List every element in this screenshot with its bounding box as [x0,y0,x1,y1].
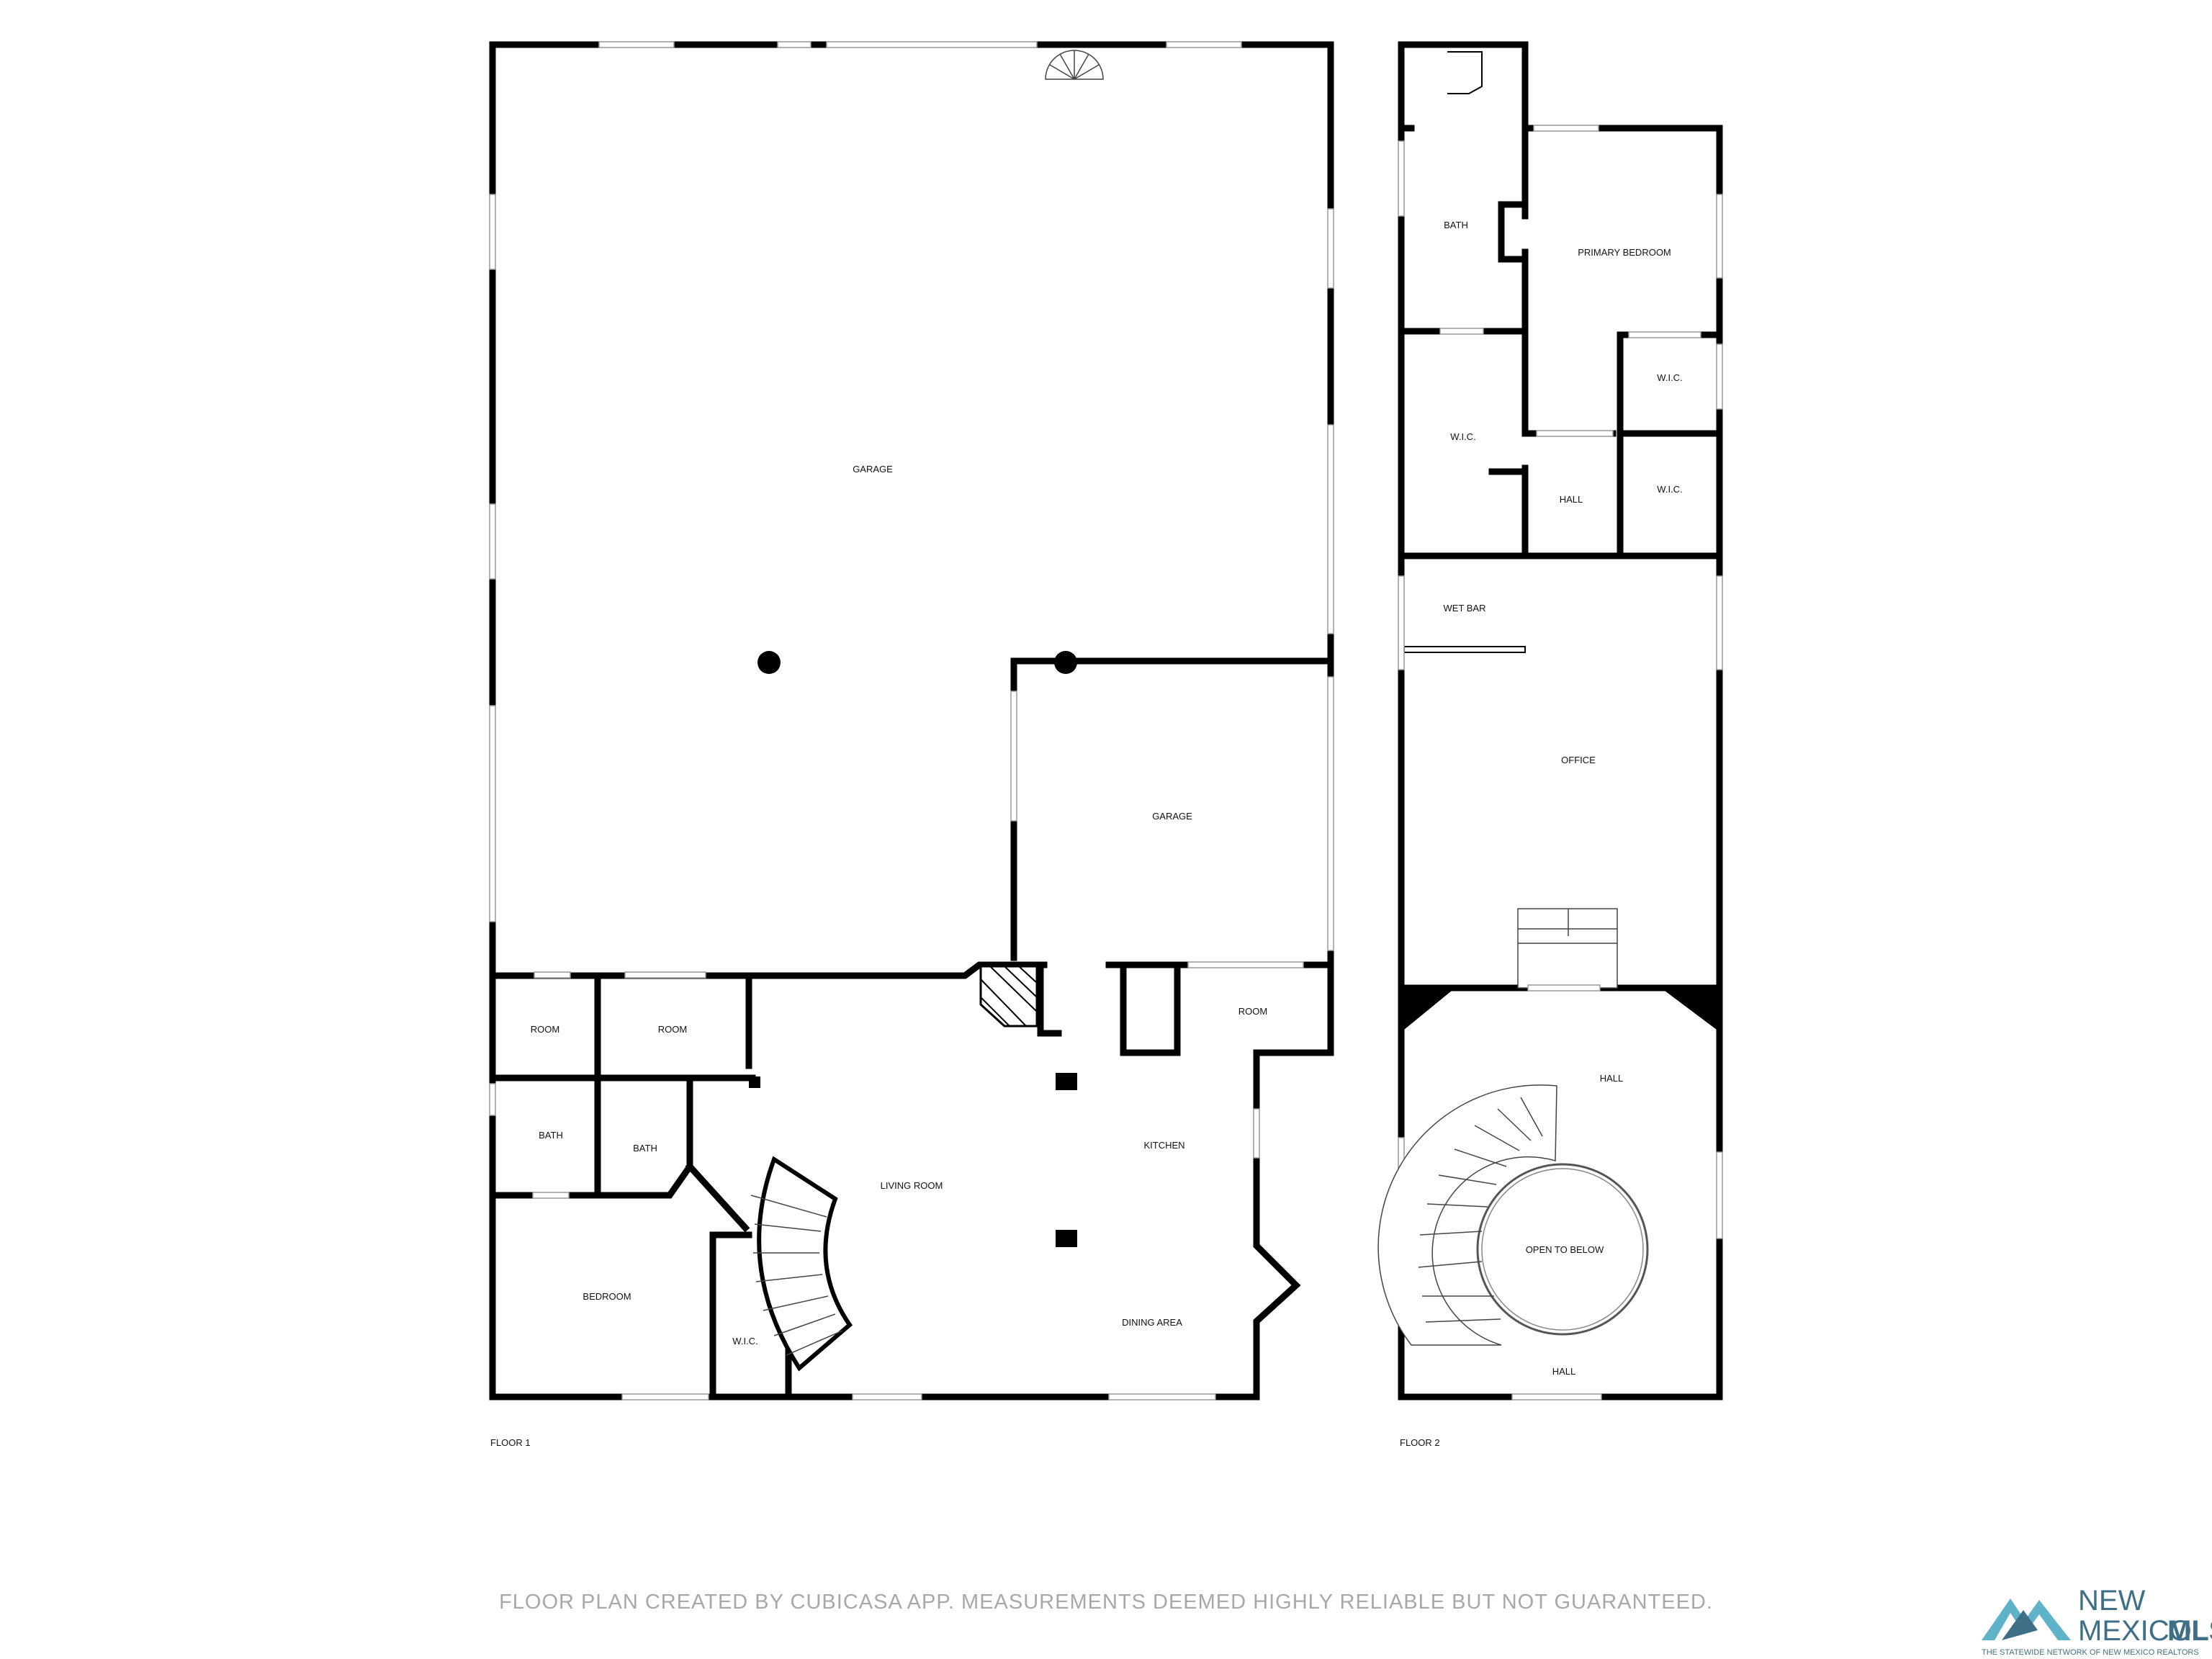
open-to-below-void [1476,1163,1649,1336]
window [1166,41,1242,48]
room-label-garage-1: GARAGE [853,464,893,475]
window [1108,1393,1216,1401]
window [1398,575,1405,670]
wet-bar-counter [1403,646,1526,653]
room-label-dining-area: DINING AREA [1122,1317,1182,1328]
fireplace [979,965,1038,1028]
spiral-stair-small [1045,50,1104,80]
room-label-wic-1: W.I.C. [732,1336,757,1346]
window [1527,984,1601,992]
window [1511,1393,1602,1401]
window [1439,328,1484,335]
room-label-kitchen: KITCHEN [1143,1140,1184,1151]
window [1716,575,1723,670]
window [1398,140,1405,217]
window [534,971,571,979]
room-labels: GARAGE GARAGE ROOM ROOM ROOM BATH BATH B… [531,220,1683,1377]
window [1716,1151,1723,1239]
brand-name-suffix: MLS [2167,1615,2212,1647]
window [826,41,1038,48]
column-3 [1056,1073,1077,1090]
column-2 [1054,651,1077,674]
room-label-hall-3: HALL [1552,1366,1576,1377]
column-1 [757,651,781,674]
floor-1-label: FLOOR 1 [490,1437,531,1448]
brand-name-top: NEW [2078,1585,2146,1617]
corner-fill [1665,991,1717,1030]
floor-2-plan [1377,41,1723,1401]
room-label-room-2: ROOM [658,1024,687,1035]
window [1253,1108,1260,1159]
window [532,1192,570,1199]
room-label-wic-4: W.I.C. [1657,484,1682,495]
room-label-wic-2: W.I.C. [1657,372,1682,383]
room-label-open-to-below: OPEN TO BELOW [1526,1244,1604,1255]
curved-stair-floor-2 [1377,1084,1557,1346]
window [1716,343,1723,410]
window [1533,125,1599,132]
room-label-bedroom: BEDROOM [583,1291,631,1302]
room-label-hall-1: HALL [1560,494,1583,505]
room-label-garage-2: GARAGE [1152,811,1192,822]
window [1010,691,1017,822]
window [624,971,706,979]
brand-name-bottom: MEXICO [2078,1615,2192,1647]
room-label-hall-2: HALL [1600,1073,1624,1084]
window [1327,208,1334,289]
corner-fill [1404,991,1452,1030]
window [1327,424,1334,634]
window [489,503,496,580]
floor-2-label: FLOOR 2 [1400,1437,1440,1448]
window [598,41,675,48]
window [621,1393,709,1401]
room-label-living-room: LIVING ROOM [881,1180,943,1191]
disclaimer-note: FLOOR PLAN CREATED BY CUBICASA APP. MEAS… [499,1591,1713,1614]
office-stairs [1517,908,1618,989]
new-mexico-mls-logo: NEW MEXICO MLS THE STATEWIDE NETWORK OF … [1982,1585,2212,1657]
window [489,705,496,922]
window [1716,194,1723,279]
window [1187,961,1304,968]
room-label-bath-1: BATH [539,1130,563,1141]
window [1628,331,1701,338]
window [777,41,811,48]
window [1536,430,1614,437]
floor-1-plan [489,41,1334,1401]
mountain-logo-icon [1982,1599,2071,1640]
window [852,1393,922,1401]
window [1327,676,1334,951]
column-4 [1056,1230,1077,1247]
curved-stair-floor-1 [750,1156,853,1372]
room-label-wet-bar: WET BAR [1444,603,1486,613]
window [489,194,496,270]
window [489,1083,496,1116]
brand-tagline: THE STATEWIDE NETWORK OF NEW MEXICO REAL… [1982,1648,2199,1657]
room-label-office: OFFICE [1561,755,1596,765]
room-label-bath-2: BATH [633,1143,657,1154]
room-label-room-1: ROOM [531,1024,559,1035]
room-label-primary-bedroom: PRIMARY BEDROOM [1578,247,1671,258]
room-label-wic-3: W.I.C. [1450,431,1475,442]
room-label-room-3: ROOM [1238,1006,1267,1017]
bath-fixture [1447,51,1483,94]
post [749,1076,760,1088]
room-label-bath-3: BATH [1444,220,1468,230]
